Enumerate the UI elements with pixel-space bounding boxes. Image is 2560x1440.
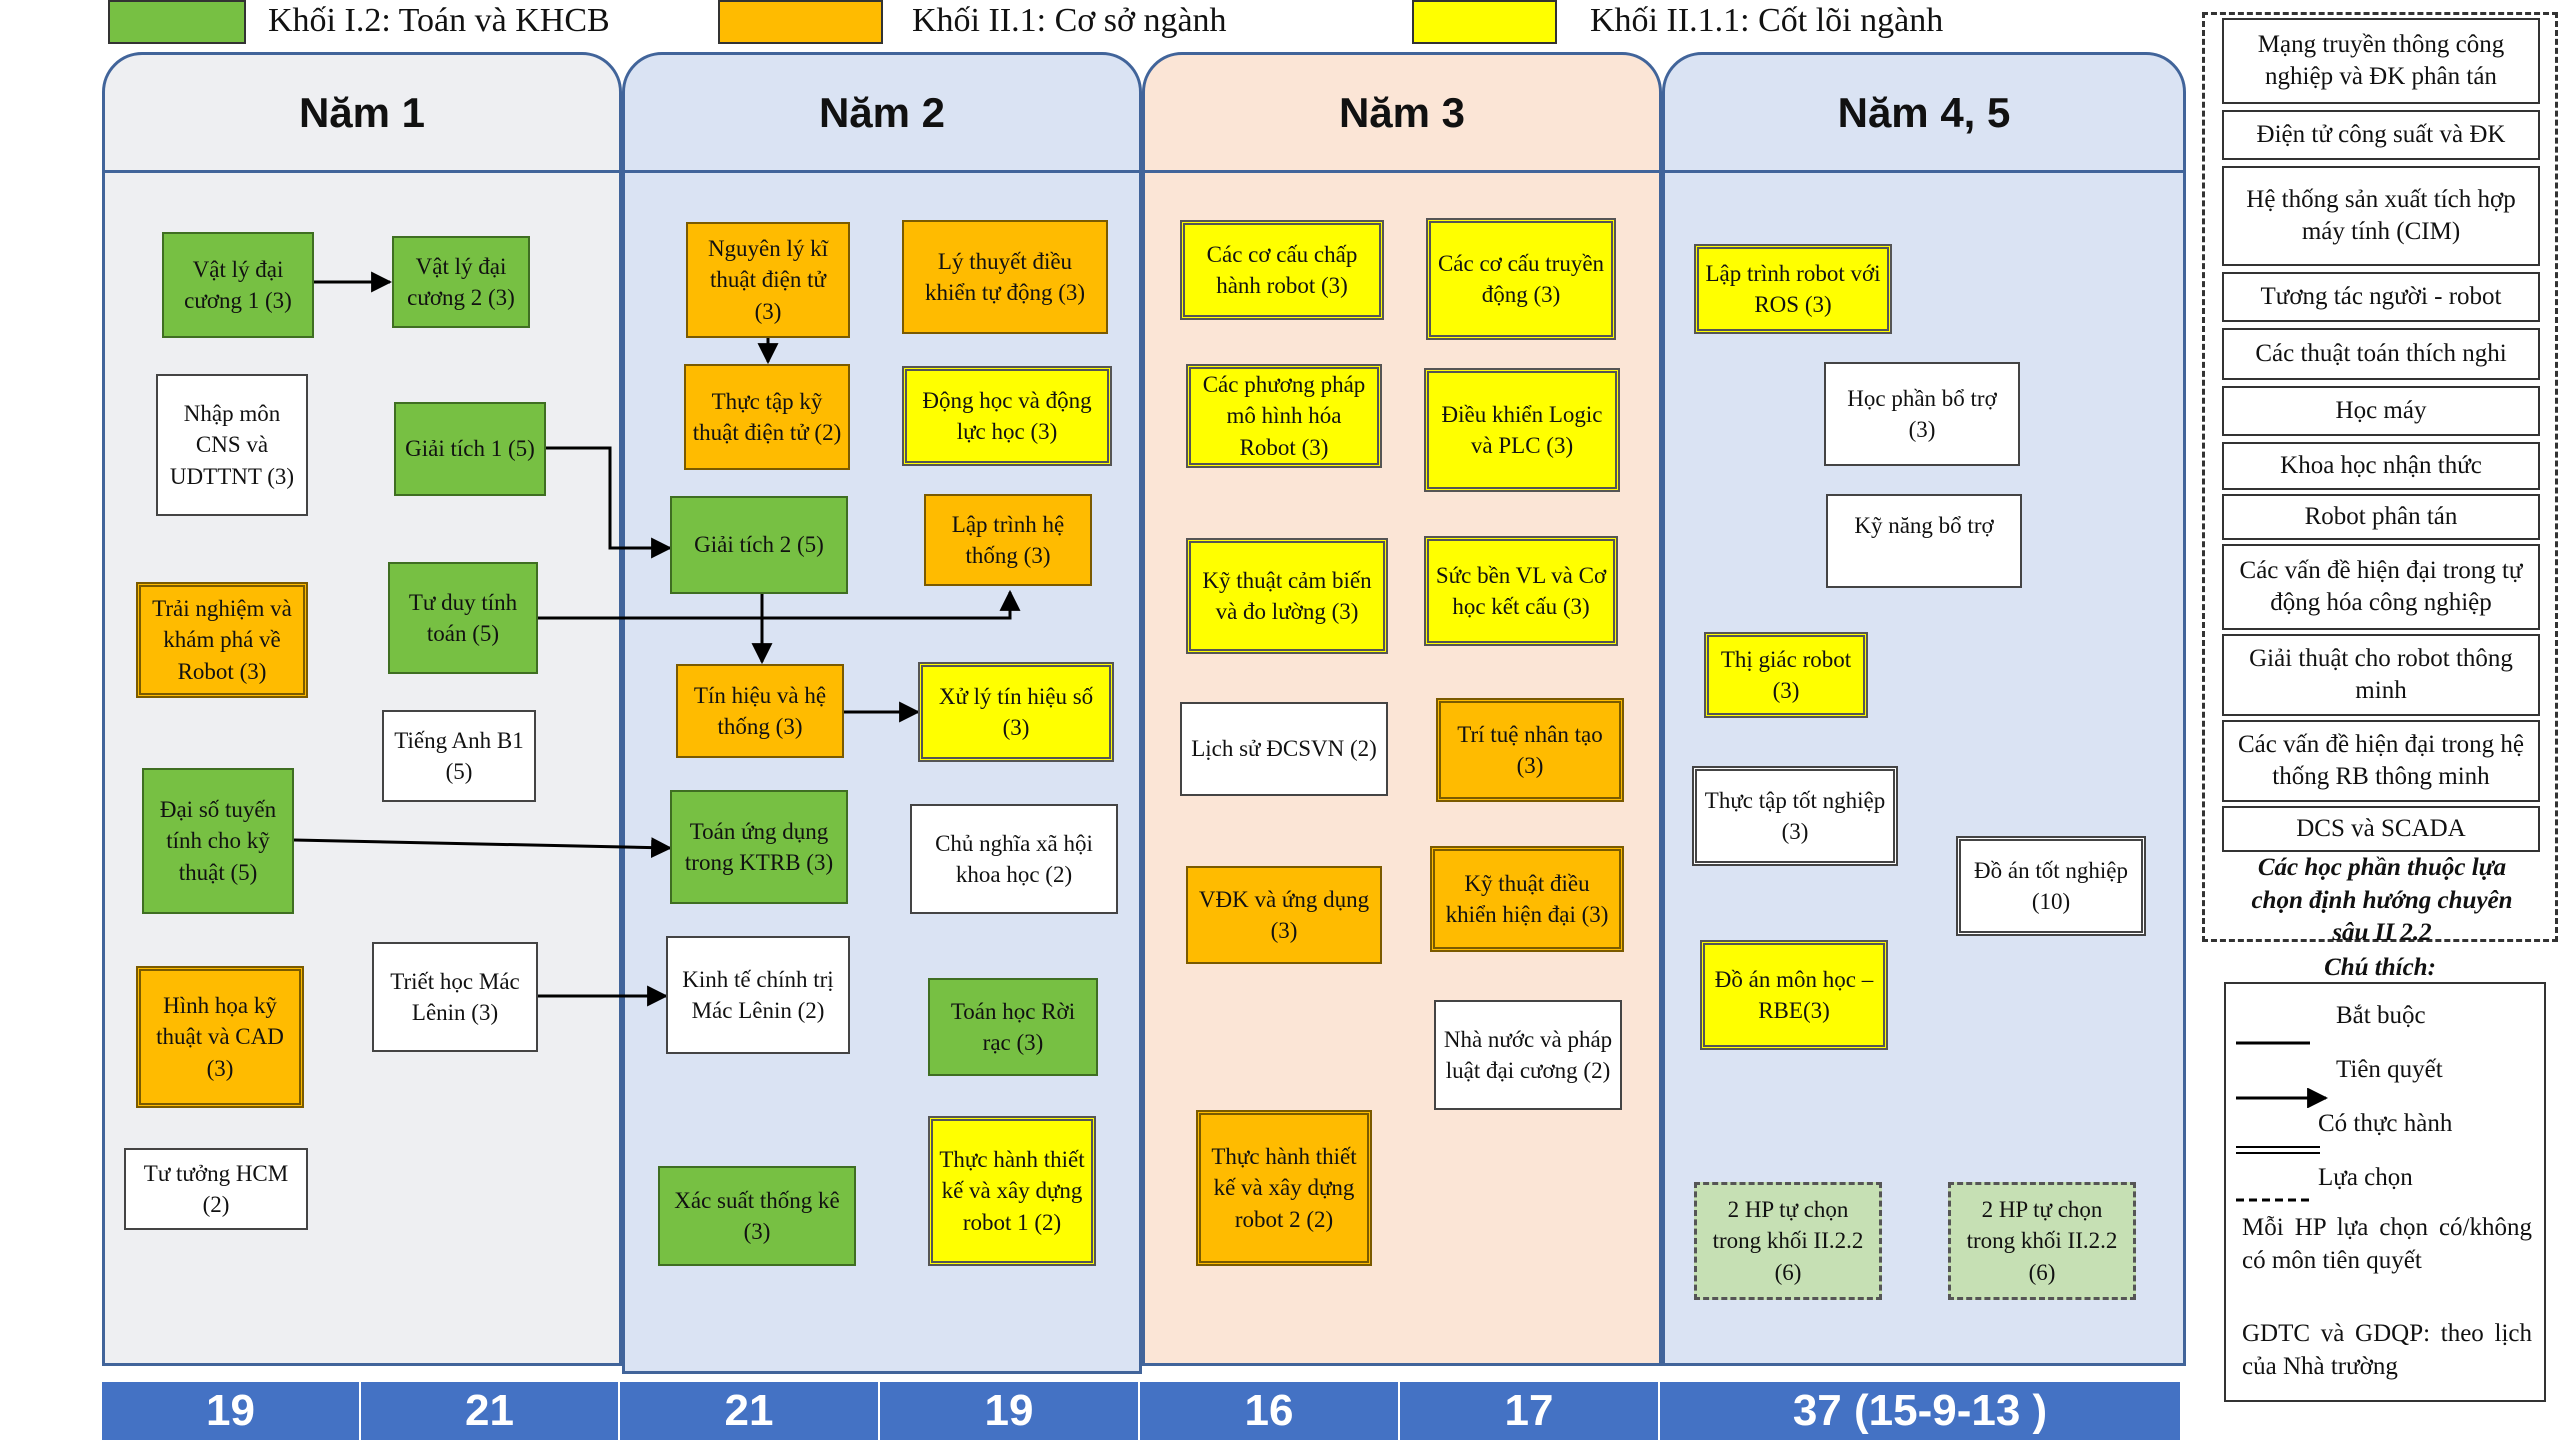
- credit-cell-3: 21: [620, 1382, 880, 1440]
- course-hinh-hoa[interactable]: Hình họa kỹ thuật và CAD (3): [136, 966, 304, 1108]
- course-dieu-khien-logic[interactable]: Điều khiển Logic và PLC (3): [1424, 368, 1620, 492]
- legend-swatch-green: [108, 0, 246, 44]
- elective-item[interactable]: Các vấn đề hiện đại trong hệ thống RB th…: [2222, 720, 2540, 802]
- course-thuc-hanh-2[interactable]: Thực hành thiết kế và xây dựng robot 2 (…: [1196, 1110, 1372, 1266]
- course-cam-bien[interactable]: Kỹ thuật cảm biến và đo lường (3): [1186, 538, 1388, 654]
- legend-label-block-ii1: Khối II.1: Cơ sở ngành: [912, 2, 1227, 39]
- column-title-year-2: Năm 2: [625, 55, 1139, 173]
- legend-label-block-ii11: Khối II.1.1: Cốt lõi ngành: [1590, 2, 1944, 39]
- arrow-tuduy-to-laptrinh: [538, 589, 1021, 620]
- course-nha-nuoc[interactable]: Nhà nước và pháp luật đại cương (2): [1434, 1000, 1622, 1110]
- course-thuc-tap-tn[interactable]: Thực tập tốt nghiệp (3): [1692, 766, 1898, 866]
- column-title-year-1: Năm 1: [105, 55, 619, 173]
- note-practice: Có thực hành: [2318, 1110, 2453, 1137]
- course-kt-dieu-khien[interactable]: Kỹ thuật điều khiển hiện đại (3): [1430, 846, 1624, 952]
- course-triet-hoc[interactable]: Triết học Mác Lênin (3): [372, 942, 538, 1052]
- elective-item[interactable]: DCS và SCADA: [2222, 806, 2540, 852]
- course-dai-so[interactable]: Đại số tuyến tính cho kỹ thuật (5): [142, 768, 294, 914]
- course-kinh-te[interactable]: Kinh tế chính trị Mác Lênin (2): [666, 936, 850, 1054]
- elective-item[interactable]: Tương tác người - robot: [2222, 272, 2540, 322]
- course-nhap-mon[interactable]: Nhập môn CNS và UDTTNT (3): [156, 374, 308, 516]
- arrow-daiso-to-toanung: [293, 837, 673, 859]
- course-hoc-phan-bo-tro[interactable]: Học phần bổ trợ (3): [1824, 362, 2020, 466]
- elective-item[interactable]: Hệ thống sản xuất tích hợp máy tính (CIM…: [2222, 166, 2540, 266]
- credit-cell-6: 17: [1400, 1382, 1660, 1440]
- credit-cell-7: 37 (15-9-13 ): [1660, 1382, 2180, 1440]
- course-toan-ung-dung[interactable]: Toán ứng dụng trong KTRB (3): [670, 790, 848, 904]
- note-arrow-icon: [2236, 1088, 2329, 1108]
- notes-title: Chú thích:: [2324, 954, 2436, 981]
- course-lap-trinh-ht[interactable]: Lập trình hệ thống (3): [924, 494, 1092, 586]
- course-thuc-hanh-1[interactable]: Thực hành thiết kế và xây dựng robot 1 (…: [928, 1116, 1096, 1266]
- course-phuong-phap-mh[interactable]: Các phương pháp mô hình hóa Robot (3): [1186, 364, 1382, 468]
- course-tri-tue-nhan-tao[interactable]: Trí tuệ nhân tạo (3): [1436, 698, 1624, 802]
- course-toan-roi-rac[interactable]: Toán học Rời rạc (3): [928, 978, 1098, 1076]
- notes-box: Bắt buộc Tiên quyết Có thực hành Lựa chọ…: [2224, 982, 2546, 1402]
- course-do-an-tn[interactable]: Đồ án tốt nghiệp (10): [1956, 836, 2146, 936]
- legend-swatch-yellow: [1412, 0, 1557, 44]
- elective-item[interactable]: Giải thuật cho robot thông minh: [2222, 634, 2540, 716]
- course-giai-tich-1[interactable]: Giải tích 1 (5): [394, 402, 546, 496]
- note-double-line-icon: [2236, 1146, 2320, 1154]
- note-line-icon: [2236, 1041, 2310, 1045]
- course-nguyen-ly[interactable]: Nguyên lý kĩ thuật điện tử (3): [686, 222, 850, 338]
- arrow-gt1-to-gt2: [498, 446, 673, 559]
- elective-item[interactable]: Khoa học nhận thức: [2222, 442, 2540, 490]
- course-tieng-anh[interactable]: Tiếng Anh B1 (5): [382, 710, 536, 802]
- course-tu-tuong[interactable]: Tư tưởng HCM (2): [124, 1148, 308, 1230]
- course-ly-thuyet-dk[interactable]: Lý thuyết điều khiển tự động (3): [902, 220, 1108, 334]
- course-vat-ly-1[interactable]: Vật lý đại cương 1 (3): [162, 232, 314, 338]
- legend-swatch-orange: [718, 0, 883, 44]
- course-vdk[interactable]: VĐK và ứng dụng (3): [1186, 866, 1382, 964]
- course-ky-nang[interactable]: Kỹ năng bổ trợ: [1826, 494, 2022, 588]
- credit-cell-1: 19: [102, 1382, 361, 1440]
- column-year-1: Năm 1: [102, 52, 622, 1366]
- course-tu-duy[interactable]: Tư duy tính toán (5): [388, 562, 538, 674]
- course-thuc-tap-kt[interactable]: Thực tập kỹ thuật điện tử (2): [684, 364, 850, 470]
- course-thi-giac[interactable]: Thị giác robot (3): [1704, 632, 1868, 718]
- credit-cell-2: 21: [361, 1382, 620, 1440]
- elective-item[interactable]: Điện tử công suất và ĐK: [2222, 110, 2540, 160]
- elective-item[interactable]: Các thuật toán thích nghi: [2222, 328, 2540, 380]
- course-suc-ben[interactable]: Sức bền VL và Cơ học kết cấu (3): [1424, 536, 1618, 646]
- course-giai-tich-2[interactable]: Giải tích 2 (5): [670, 496, 848, 594]
- credit-cell-4: 19: [880, 1382, 1140, 1440]
- column-title-year-3: Năm 3: [1145, 55, 1659, 173]
- column-title-year-4-5: Năm 4, 5: [1665, 55, 2183, 173]
- electives-caption: Các học phần thuộc lựa chọn định hướng c…: [2251, 854, 2513, 946]
- note-gdtc: GDTC và GDQP: theo lịch của Nhà trường: [2242, 1320, 2532, 1380]
- course-xac-suat[interactable]: Xác suất thống kê (3): [658, 1166, 856, 1266]
- note-dashed-line-icon: [2236, 1198, 2310, 1202]
- electives-list: Mạng truyền thông công nghiệp và ĐK phân…: [2202, 0, 2560, 950]
- note-mandatory: Bắt buộc: [2336, 1002, 2426, 1029]
- course-cnxh[interactable]: Chủ nghĩa xã hội khoa học (2): [910, 804, 1118, 914]
- elective-item[interactable]: Robot phân tán: [2222, 494, 2540, 540]
- course-tin-hieu[interactable]: Tín hiệu và hệ thống (3): [676, 664, 844, 758]
- credit-cell-5: 16: [1140, 1382, 1400, 1440]
- course-co-cau-chap-hanh[interactable]: Các cơ cấu chấp hành robot (3): [1180, 220, 1384, 320]
- elective-item[interactable]: Mạng truyền thông công nghiệp và ĐK phân…: [2222, 18, 2540, 104]
- course-tu-chon-1[interactable]: 2 HP tự chọn trong khối II.2.2 (6): [1694, 1182, 1882, 1300]
- note-each: Mỗi HP lựa chọn có/không có môn tiên quy…: [2242, 1214, 2532, 1274]
- course-vat-ly-2[interactable]: Vật lý đại cương 2 (3): [392, 236, 530, 328]
- course-do-an-mon-hoc[interactable]: Đồ án môn học – RBE(3): [1700, 940, 1888, 1050]
- course-ros[interactable]: Lập trình robot với ROS (3): [1694, 244, 1892, 334]
- course-co-cau-truyen[interactable]: Các cơ cấu truyền động (3): [1426, 218, 1616, 340]
- course-dong-hoc[interactable]: Động học và động lực học (3): [902, 366, 1112, 466]
- course-lich-su[interactable]: Lịch sử ĐCSVN (2): [1180, 702, 1388, 796]
- course-trai-nghiem[interactable]: Trải nghiệm và khám phá về Robot (3): [136, 582, 308, 698]
- legend-label-block-i2: Khối I.2: Toán và KHCB: [268, 2, 610, 39]
- elective-item[interactable]: Học máy: [2222, 386, 2540, 436]
- note-choice: Lựa chọn: [2318, 1164, 2413, 1191]
- note-prerequisite: Tiên quyết: [2336, 1056, 2443, 1083]
- elective-item[interactable]: Các vấn đề hiện đại trong tự động hóa cô…: [2222, 544, 2540, 630]
- course-xu-ly-tin-hieu[interactable]: Xử lý tín hiệu số (3): [918, 662, 1114, 762]
- course-tu-chon-2[interactable]: 2 HP tự chọn trong khối II.2.2 (6): [1948, 1182, 2136, 1300]
